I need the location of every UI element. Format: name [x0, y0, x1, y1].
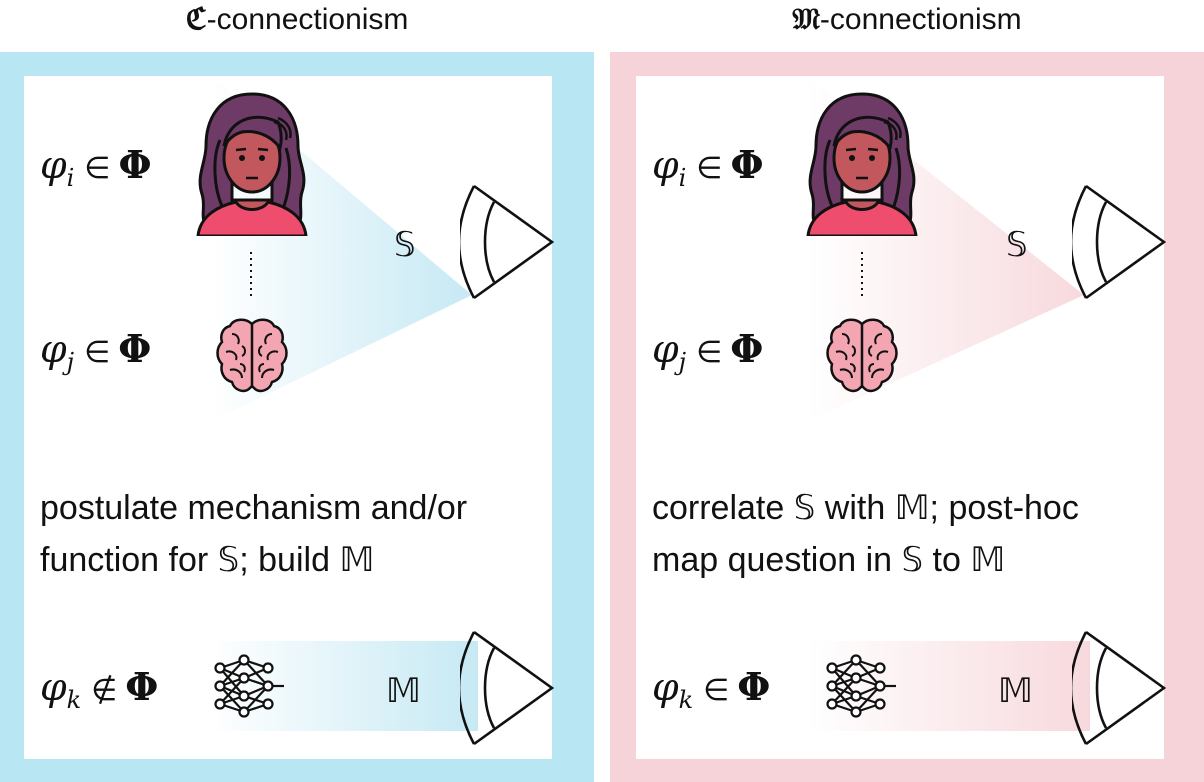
phi-symbol: φ [652, 665, 679, 709]
phi-relation: ∈ [84, 151, 111, 186]
m-symbol: 𝕄 [998, 671, 1033, 711]
phi-k-label: φk ∈Φ [652, 665, 770, 713]
m-symbol: 𝕄 [386, 671, 421, 711]
panel-c: φi∈Φ φj∈Φ 𝕊 postulate mechanism and/or f… [24, 76, 552, 759]
s-symbol-inline: 𝕊 [901, 540, 924, 580]
title-glyph: ℭ [185, 2, 207, 37]
description-line-2: function for 𝕊; build 𝕄 [40, 540, 375, 580]
eye-icon [1072, 184, 1166, 300]
title-c-connectionism: ℭ-connectionism [0, 0, 594, 40]
description-line-2: map question in 𝕊 to 𝕄 [652, 540, 1006, 580]
eye-icon [1072, 630, 1166, 746]
phi-set: Φ [730, 142, 764, 187]
m-symbol-inline: 𝕄 [894, 488, 930, 528]
phi-set: Φ [118, 326, 152, 371]
phi-symbol: φ [40, 327, 67, 371]
phi-set: Φ [125, 664, 159, 709]
phi-relation: ∈ [84, 335, 111, 370]
eye-icon [460, 184, 554, 300]
s-symbol: 𝕊 [1006, 225, 1028, 265]
phi-k-label: φk ∉Φ [40, 665, 158, 713]
phi-relation: ∉ [91, 673, 118, 708]
phi-relation: ∈ [696, 151, 723, 186]
s-symbol: 𝕊 [394, 225, 416, 265]
phi-subscript: k [66, 686, 82, 714]
phi-subscript: k [678, 686, 694, 714]
m-symbol-inline: 𝕄 [339, 540, 375, 580]
phi-set: Φ [730, 326, 764, 371]
phi-subscript: i [66, 164, 75, 192]
neural-network-icon [214, 654, 286, 718]
phi-set: Φ [737, 664, 771, 709]
phi-j-label: φj ∈Φ [40, 327, 151, 375]
s-symbol-inline: 𝕊 [793, 488, 816, 528]
description-text: correlate 𝕊 with 𝕄; post-hoc map questio… [652, 482, 1079, 586]
phi-i-label: φi ∈Φ [40, 143, 152, 191]
s-symbol-inline: 𝕊 [217, 540, 240, 580]
person-icon [192, 88, 312, 236]
title-glyph: 𝔐 [792, 2, 820, 37]
phi-subscript: i [678, 164, 687, 192]
panel-m: φi∈Φ φj∈Φ 𝕊 correlate 𝕊 with 𝕄; post-hoc… [636, 76, 1164, 759]
phi-symbol: φ [40, 665, 67, 709]
description-line-1: postulate mechanism and/or [40, 489, 468, 527]
description-line-1: correlate 𝕊 with 𝕄; post-hoc [652, 488, 1079, 528]
phi-relation: ∈ [696, 335, 723, 370]
phi-symbol: φ [40, 143, 67, 187]
phi-subscript: j [66, 348, 75, 376]
description-text: postulate mechanism and/or function for … [40, 482, 467, 586]
eye-icon [460, 630, 554, 746]
phi-j-label: φj ∈Φ [652, 327, 763, 375]
person-icon [802, 88, 922, 236]
phi-set: Φ [118, 142, 152, 187]
phi-symbol: φ [652, 143, 679, 187]
brain-icon [826, 316, 898, 396]
title-m-connectionism: 𝔐-connectionism [610, 0, 1204, 40]
brain-icon [216, 316, 288, 396]
phi-symbol: φ [652, 327, 679, 371]
phi-subscript: j [678, 348, 687, 376]
title-suffix: -connectionism [206, 3, 409, 36]
m-symbol-inline: 𝕄 [970, 540, 1006, 580]
phi-i-label: φi ∈Φ [652, 143, 764, 191]
neural-network-icon [826, 654, 898, 718]
title-suffix: -connectionism [819, 3, 1022, 36]
phi-relation: ∈ [703, 673, 730, 708]
